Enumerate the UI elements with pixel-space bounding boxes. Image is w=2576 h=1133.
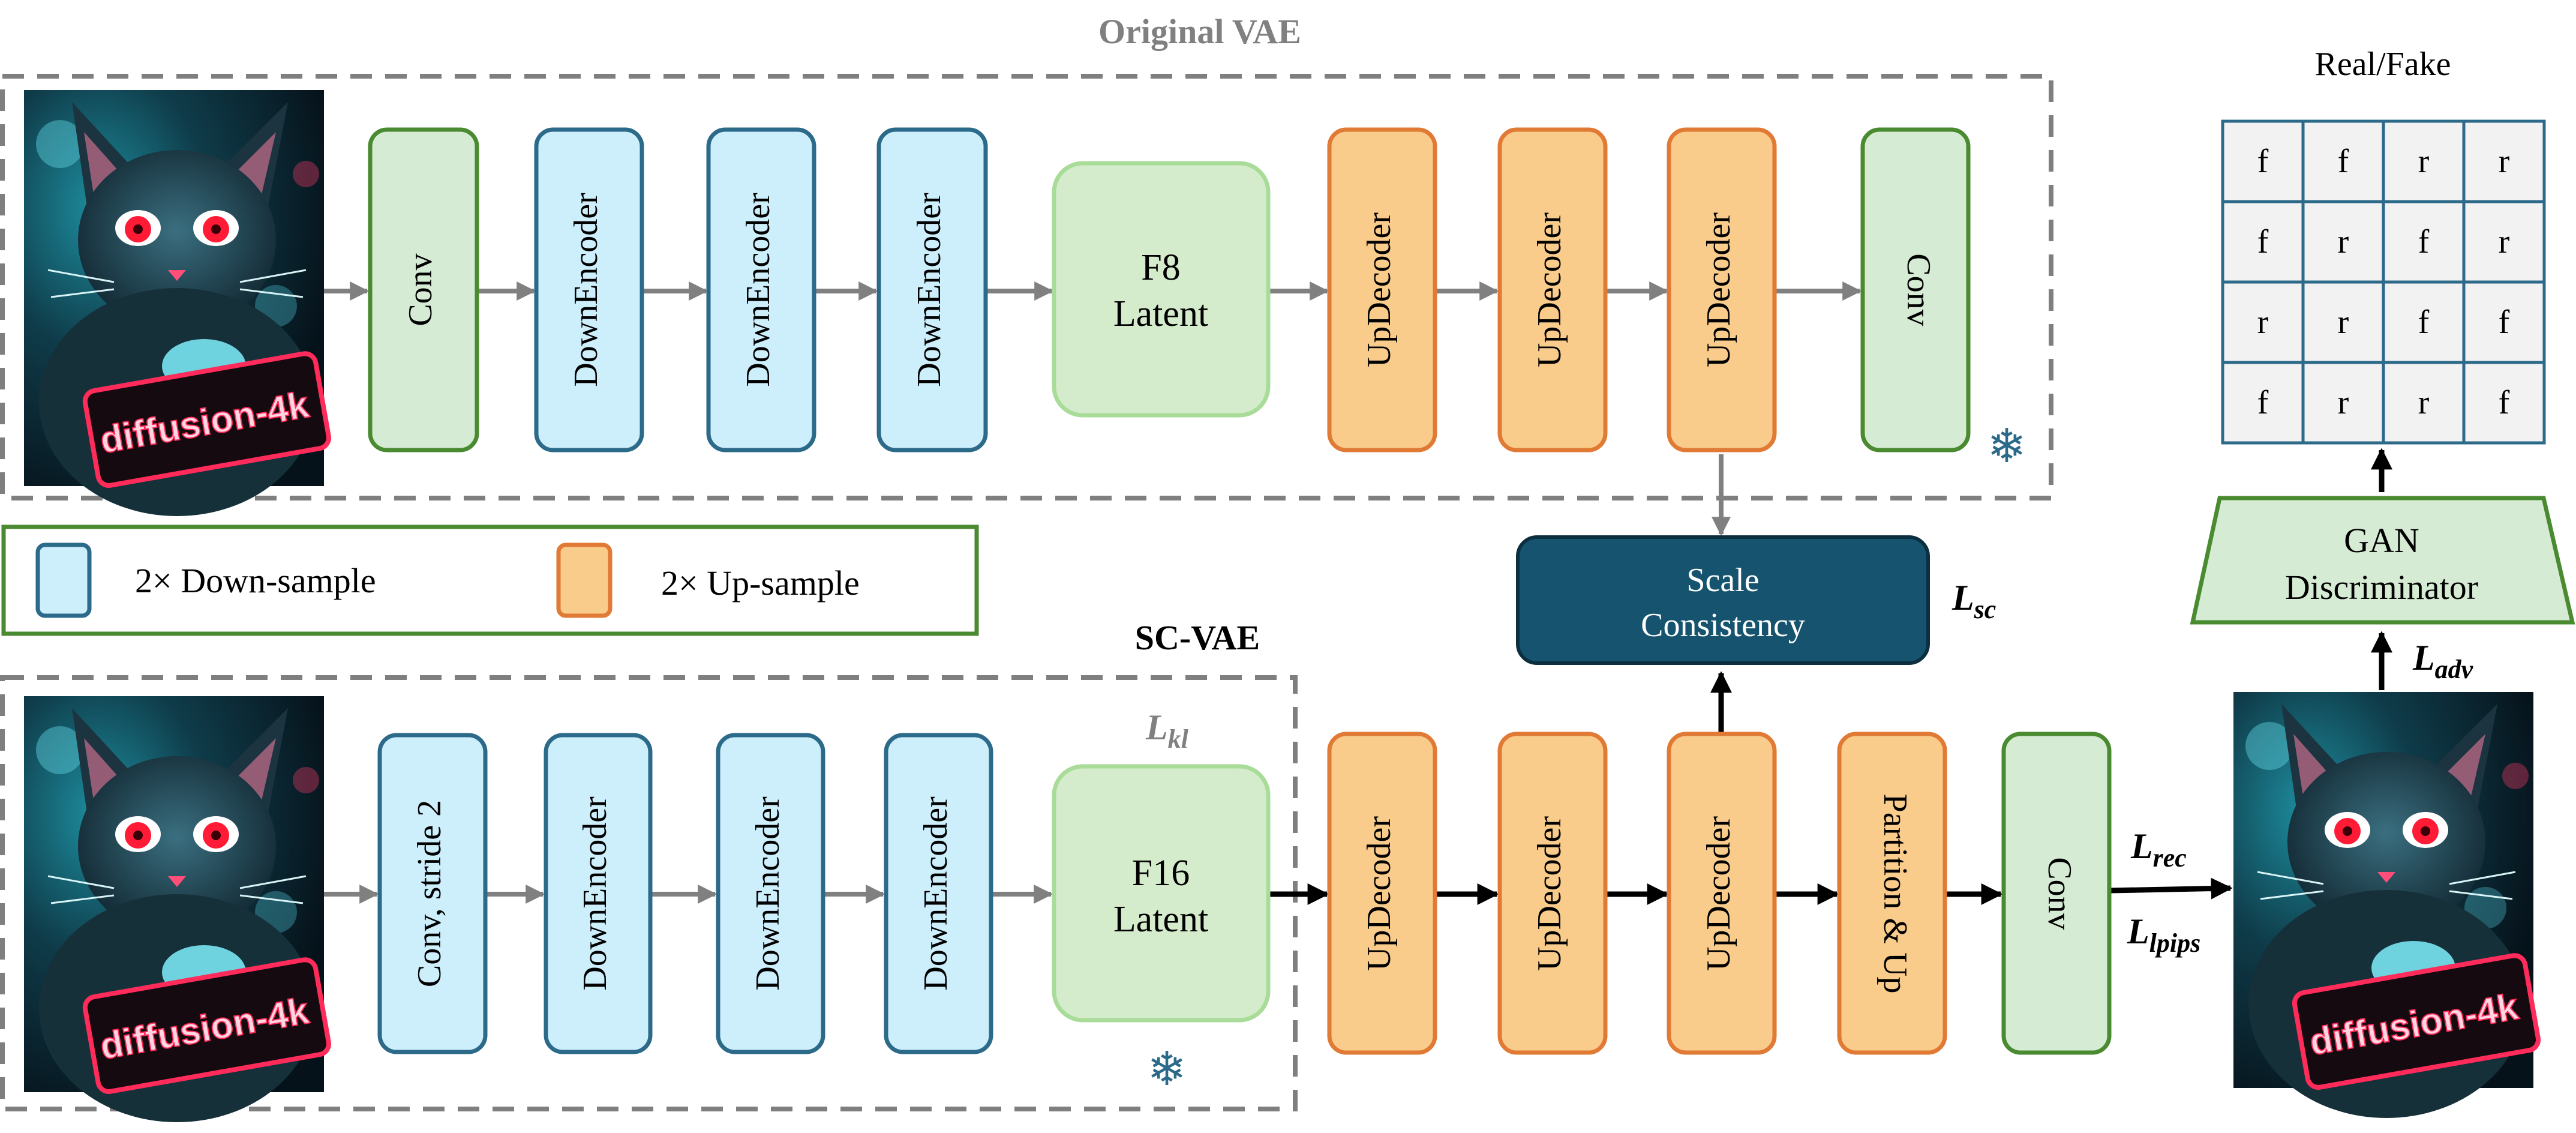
partition-up-label: Partition & Up — [1877, 794, 1914, 994]
sc-down-encoder-block-1: DownEncoder — [544, 733, 653, 1054]
grid-cell — [2221, 361, 2305, 445]
up-decoder-label-3: UpDecoder — [1700, 212, 1737, 367]
f8-latent-line-1: F8 — [1141, 247, 1180, 288]
grid-cell — [2301, 119, 2385, 203]
f16-latent-block: F16 Latent — [1052, 764, 1271, 1023]
grid-cell-label: f — [2257, 384, 2269, 421]
f16-latent-line-2: Latent — [1113, 899, 1208, 940]
grid-cell-label: r — [2499, 143, 2510, 180]
legend-down-label: 2× Down-sample — [135, 561, 376, 600]
gan-discriminator-line-1: GAN — [2344, 521, 2419, 560]
up-decoder-label-2: UpDecoder — [1531, 212, 1568, 367]
legend-down-swatch — [35, 542, 92, 618]
conv-stride-label: Conv, stride 2 — [411, 800, 448, 987]
sc-conv-out-block: Conv — [2001, 732, 2112, 1055]
sc-down-encoder-label-3: DownEncoder — [917, 796, 954, 991]
conv-out-label: Conv — [1900, 253, 1937, 326]
grid-cell-label: r — [2418, 384, 2430, 421]
snowflake-icon: ❄ — [1147, 1042, 1186, 1095]
decoder-path-arrows — [1268, 448, 2392, 905]
original-vae-section: Original VAE — [0, 12, 2053, 500]
f16-latent-line-1: F16 — [1132, 853, 1190, 894]
grid-cell-label: r — [2418, 143, 2430, 180]
grid-cell-label: f — [2418, 223, 2430, 260]
grid-cell-label: r — [2257, 304, 2269, 341]
loss-rec: Lrec — [2130, 826, 2187, 873]
sc-down-encoder-label-2: DownEncoder — [749, 796, 786, 991]
real-fake-grid: f f r r f r f r r r f f f r r f — [2221, 119, 2546, 445]
grid-cell-label: f — [2499, 304, 2510, 341]
legend: 2× Down-sample 2× Up-sample — [1, 524, 979, 636]
grid-cell-label: f — [2257, 223, 2269, 260]
original-vae-frame — [0, 74, 2053, 500]
down-encoder-block-2: DownEncoder — [706, 127, 816, 452]
loss-lpips: Llpips — [2127, 912, 2200, 958]
grid-cell — [2462, 361, 2546, 445]
conv-in-label: Conv — [402, 253, 439, 326]
scale-consistency-line-2: Consistency — [1641, 607, 1805, 644]
grid-cell-label: f — [2499, 384, 2510, 421]
down-encoder-label-3: DownEncoder — [911, 193, 948, 387]
grid-cell-label: r — [2499, 223, 2510, 260]
snowflake-icon: ❄ — [1987, 419, 2026, 472]
sc-up-decoder-block-2: UpDecoder — [1497, 732, 1608, 1055]
original-vae-title: Original VAE — [1098, 12, 1301, 51]
grid-cell-label: r — [2338, 384, 2349, 421]
up-decoder-block-1: UpDecoder — [1327, 127, 1437, 452]
partition-up-block: Partition & Up — [1837, 732, 1947, 1055]
input-image: diffusion-4k — [23, 89, 332, 517]
down-encoder-block-1: DownEncoder — [534, 127, 644, 452]
loss-sc: Lsc — [1951, 578, 1996, 624]
grid-cell-label: f — [2338, 143, 2349, 180]
grid-cell — [2382, 200, 2466, 284]
up-decoder-block-3: UpDecoder — [1667, 127, 1777, 452]
grid-cell — [2462, 200, 2546, 284]
sc-up-decoder-label-1: UpDecoder — [1361, 816, 1398, 971]
conv-in-block: Conv — [368, 127, 479, 452]
grid-cell-label: f — [2257, 143, 2269, 180]
up-decoder-block-2: UpDecoder — [1497, 127, 1608, 452]
loss-adv: Ladv — [2412, 638, 2473, 684]
legend-up-label: 2× Up-sample — [661, 563, 860, 603]
down-encoder-label-2: DownEncoder — [740, 193, 777, 387]
scale-consistency-line-1: Scale — [1686, 562, 1759, 599]
sc-down-encoder-label-1: DownEncoder — [577, 796, 614, 991]
loss-kl: Lkl — [1145, 708, 1189, 754]
sc-up-decoder-label-2: UpDecoder — [1531, 816, 1568, 971]
sc-vae-title: SC-VAE — [1135, 618, 1260, 657]
sc-up-decoder-block-3: UpDecoder — [1667, 732, 1777, 1055]
sc-conv-out-label: Conv — [2041, 857, 2078, 930]
f8-latent-block: F8 Latent — [1052, 161, 1271, 418]
gan-discriminator-block: GAN Discriminator — [2190, 496, 2575, 625]
top-arrows — [324, 281, 1862, 536]
grid-cell-label: f — [2418, 304, 2430, 341]
grid-cell-label: r — [2338, 223, 2349, 260]
sc-down-encoder-block-2: DownEncoder — [716, 733, 825, 1054]
legend-up-swatch — [556, 542, 613, 618]
conv-out-block: Conv — [1860, 127, 1971, 452]
conv-stride-block: Conv, stride 2 — [377, 733, 488, 1054]
grid-cell — [2462, 119, 2546, 203]
real-fake-title: Real/Fake — [2314, 46, 2451, 83]
gan-discriminator-line-2: Discriminator — [2285, 568, 2478, 607]
output-image: diffusion-4k — [2232, 691, 2541, 1119]
sc-up-decoder-block-1: UpDecoder — [1327, 732, 1437, 1055]
grid-cell-label: r — [2338, 304, 2349, 341]
up-decoder-label-1: UpDecoder — [1361, 212, 1398, 367]
down-encoder-block-3: DownEncoder — [876, 127, 988, 452]
sc-up-decoder-label-3: UpDecoder — [1700, 816, 1737, 971]
scale-consistency-block: Scale Consistency — [1516, 535, 1930, 665]
sc-vae-input-image: diffusion-4k — [23, 695, 332, 1123]
f8-latent-line-2: Latent — [1113, 293, 1208, 334]
sc-down-encoder-block-3: DownEncoder — [884, 733, 993, 1054]
down-encoder-label-1: DownEncoder — [568, 193, 605, 387]
